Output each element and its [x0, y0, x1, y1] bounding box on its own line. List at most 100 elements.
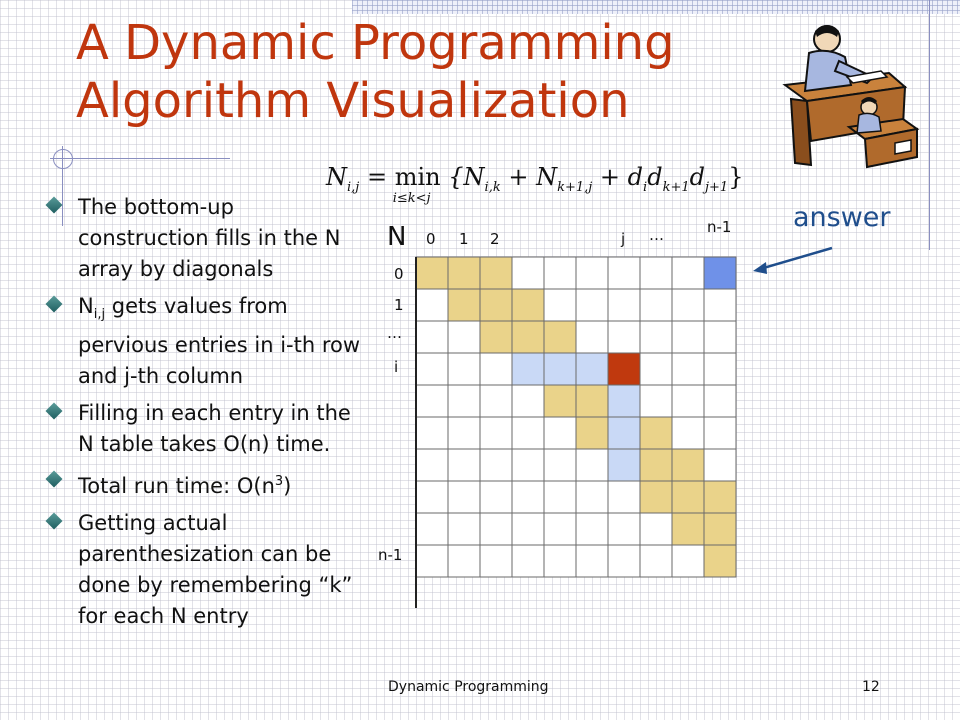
- table-cell: [543, 288, 577, 322]
- table-cell: [447, 416, 481, 450]
- table-cell: [511, 288, 545, 322]
- row-label-0: 0: [394, 265, 404, 283]
- bullet-subscript: i,j: [93, 307, 106, 323]
- bullet-diagonal-fill: The bottom-up construction fills in the …: [44, 192, 364, 285]
- formula-lhs-sub: i,j: [347, 179, 360, 195]
- table-cell: [639, 384, 673, 418]
- table-cell: [575, 416, 609, 450]
- table-cell: [703, 352, 737, 386]
- table-cell: [543, 416, 577, 450]
- table-cell: [671, 320, 705, 354]
- table-cell: [575, 352, 609, 386]
- table-name-label: N: [387, 222, 407, 252]
- footer-title: Dynamic Programming: [388, 679, 549, 695]
- bullet-text-prefix: N: [78, 294, 94, 318]
- table-cell: [671, 256, 705, 290]
- table-cell: [671, 352, 705, 386]
- table-cell: [447, 384, 481, 418]
- bullet-text: Getting actual parenthesization can be d…: [78, 511, 353, 629]
- table-cell: [543, 320, 577, 354]
- table-cell: [479, 384, 513, 418]
- row-label-i: i: [394, 358, 399, 376]
- table-cell: [639, 288, 673, 322]
- title-line-2: Algorithm Visualization: [76, 73, 630, 129]
- bullet-superscript: 3: [274, 474, 284, 490]
- title-line-1: A Dynamic Programming: [76, 15, 675, 71]
- page-number: 12: [862, 679, 880, 695]
- row-label-1: 1: [394, 296, 404, 314]
- table-cell: [511, 256, 545, 290]
- diamond-bullet-icon: [45, 402, 63, 420]
- table-cell: [639, 256, 673, 290]
- decorative-crosshair-circle: [53, 149, 73, 169]
- table-cell: [671, 480, 705, 514]
- table-cell: [703, 480, 737, 514]
- bullet-text-rest: gets values from pervious entries in i-t…: [78, 294, 361, 389]
- col-label-2: 2: [490, 230, 500, 248]
- bullet-run-time: Total run time: O(n3): [44, 466, 364, 502]
- table-cell: [415, 544, 449, 578]
- table-cell: [447, 352, 481, 386]
- table-cell: [639, 416, 673, 450]
- table-cell: [447, 512, 481, 546]
- formula-lhs: N: [326, 163, 347, 191]
- table-cell: [511, 448, 545, 482]
- person-at-desk-clipart-icon: [782, 25, 920, 169]
- table-cell: [703, 512, 737, 546]
- table-cell: [511, 416, 545, 450]
- table-cell: [415, 416, 449, 450]
- col-label-ellipsis: …: [649, 226, 664, 244]
- table-cell: [639, 480, 673, 514]
- bullet-parenthesization: Getting actual parenthesization can be d…: [44, 508, 364, 632]
- table-cell: [607, 384, 641, 418]
- table-cell: [607, 544, 641, 578]
- table-cell: [575, 448, 609, 482]
- diamond-bullet-icon: [45, 512, 63, 530]
- bullet-text: Filling in each entry in the N table tak…: [78, 401, 351, 457]
- table-cell: [639, 352, 673, 386]
- col-label-last: n-1: [707, 218, 732, 236]
- bullet-text: The bottom-up construction fills in the …: [78, 195, 341, 281]
- table-cell: [543, 256, 577, 290]
- table-cell: [607, 256, 641, 290]
- table-cell: [607, 288, 641, 322]
- table-cell: [415, 448, 449, 482]
- table-cell: [703, 416, 737, 450]
- diamond-bullet-icon: [45, 295, 63, 313]
- table-cell: [703, 320, 737, 354]
- table-cell: [575, 544, 609, 578]
- table-cell: [543, 480, 577, 514]
- table-cell: [639, 544, 673, 578]
- table-cell: [703, 288, 737, 322]
- n-table-grid: [415, 256, 737, 608]
- table-cell: [479, 320, 513, 354]
- table-cell: [543, 384, 577, 418]
- table-cell: [607, 512, 641, 546]
- table-cell: [447, 544, 481, 578]
- table-cell: [511, 320, 545, 354]
- table-cell: [607, 480, 641, 514]
- row-label-last: n-1: [378, 546, 403, 564]
- table-cell: [703, 448, 737, 482]
- title-underline: [50, 158, 230, 159]
- table-cell: [639, 320, 673, 354]
- diamond-bullet-icon: [45, 196, 63, 214]
- table-cell: [671, 416, 705, 450]
- top-decorative-band: [352, 0, 960, 14]
- decorative-vertical-line: [929, 0, 930, 250]
- table-cell: [543, 352, 577, 386]
- table-cell: [671, 544, 705, 578]
- bullet-text-suffix: ): [283, 474, 292, 499]
- col-label-j: j: [621, 230, 626, 248]
- table-cell: [575, 320, 609, 354]
- table-cell: [447, 480, 481, 514]
- table-cell: [543, 512, 577, 546]
- table-cell: [415, 512, 449, 546]
- table-cell: [607, 448, 641, 482]
- table-cell: [511, 352, 545, 386]
- table-cell: [447, 320, 481, 354]
- table-cell: [415, 320, 449, 354]
- table-cell: [607, 320, 641, 354]
